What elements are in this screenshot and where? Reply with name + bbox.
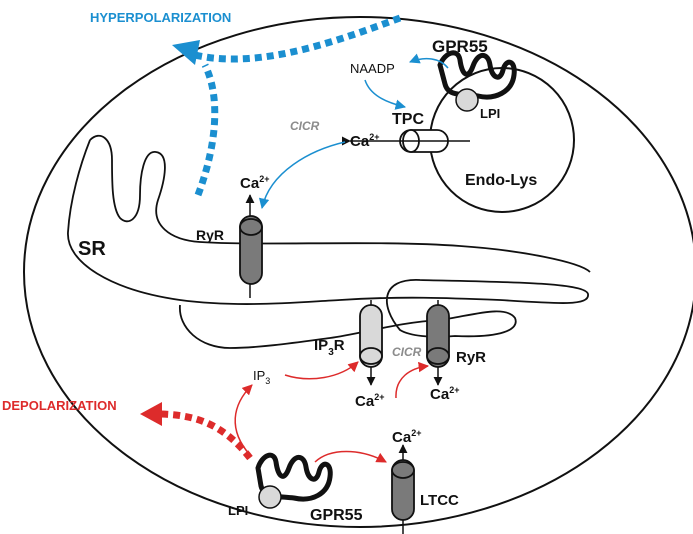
depolarization-arrow: [159, 410, 253, 461]
depolarization-arrowhead: [140, 402, 162, 426]
ltcc-channel: [391, 444, 415, 534]
tpc-channel: [341, 129, 470, 153]
ca-ltcc-label: Ca2+: [392, 428, 421, 446]
ryr-channel-top: [239, 194, 263, 298]
ca-tpc-label: Ca2+: [350, 132, 379, 150]
gpr55-receptor-bottom: [255, 452, 333, 502]
sarcoplasmic-reticulum: [67, 134, 591, 349]
lpi-label-bottom: LPI: [228, 503, 248, 518]
tpc-label: TPC: [392, 111, 424, 128]
gpr55-label-top: GPR55: [432, 37, 488, 56]
cicr-label-top: CICR: [290, 119, 320, 133]
naadp-label: NAADP: [350, 61, 395, 76]
hyperpolarization-arrowhead: [172, 40, 200, 65]
gpr55-to-ltcc-arrow: [314, 450, 387, 463]
ca-ip3r-label: Ca2+: [355, 392, 384, 410]
depolarization-label: DEPOLARIZATION: [2, 398, 117, 413]
cicr-arrow-bottom: [395, 361, 430, 399]
hyperpolarization-arrow: [194, 14, 402, 63]
lpi-ligand-bottom: [258, 485, 282, 509]
cell-membrane: [23, 16, 693, 528]
sr-label: SR: [78, 238, 106, 260]
ca-ryr-bottom-label: Ca2+: [430, 385, 459, 403]
gpr55-label-bottom: GPR55: [310, 507, 363, 524]
ca-ryr-top-label: Ca2+: [240, 174, 269, 192]
ryr-label-bottom: RyR: [456, 349, 486, 366]
endo-lys-label: Endo-Lys: [465, 172, 537, 189]
ip3r-channel: [359, 300, 383, 386]
ip3-to-ip3r-arrow: [284, 361, 359, 380]
hyperpolarization-label: HYPERPOLARIZATION: [90, 10, 231, 25]
hyperpolarization-branch: [194, 63, 219, 197]
naadp-to-tpc-arrow: [364, 79, 407, 110]
ip3-label: IP3: [253, 368, 270, 386]
gpr55-to-ip3-arrow: [234, 384, 253, 456]
ltcc-label: LTCC: [420, 492, 459, 509]
ip3r-label: IP3R: [314, 337, 345, 358]
ryr-label-top: RyR: [196, 227, 224, 243]
cicr-arrow-top: [258, 141, 346, 210]
lpi-label-top: LPI: [480, 106, 500, 121]
ryr-channel-bottom: [426, 300, 450, 386]
lpi-ligand-top: [455, 88, 479, 112]
naadp-arrow-in: [409, 53, 449, 69]
cicr-label-bottom: CICR: [392, 345, 422, 359]
